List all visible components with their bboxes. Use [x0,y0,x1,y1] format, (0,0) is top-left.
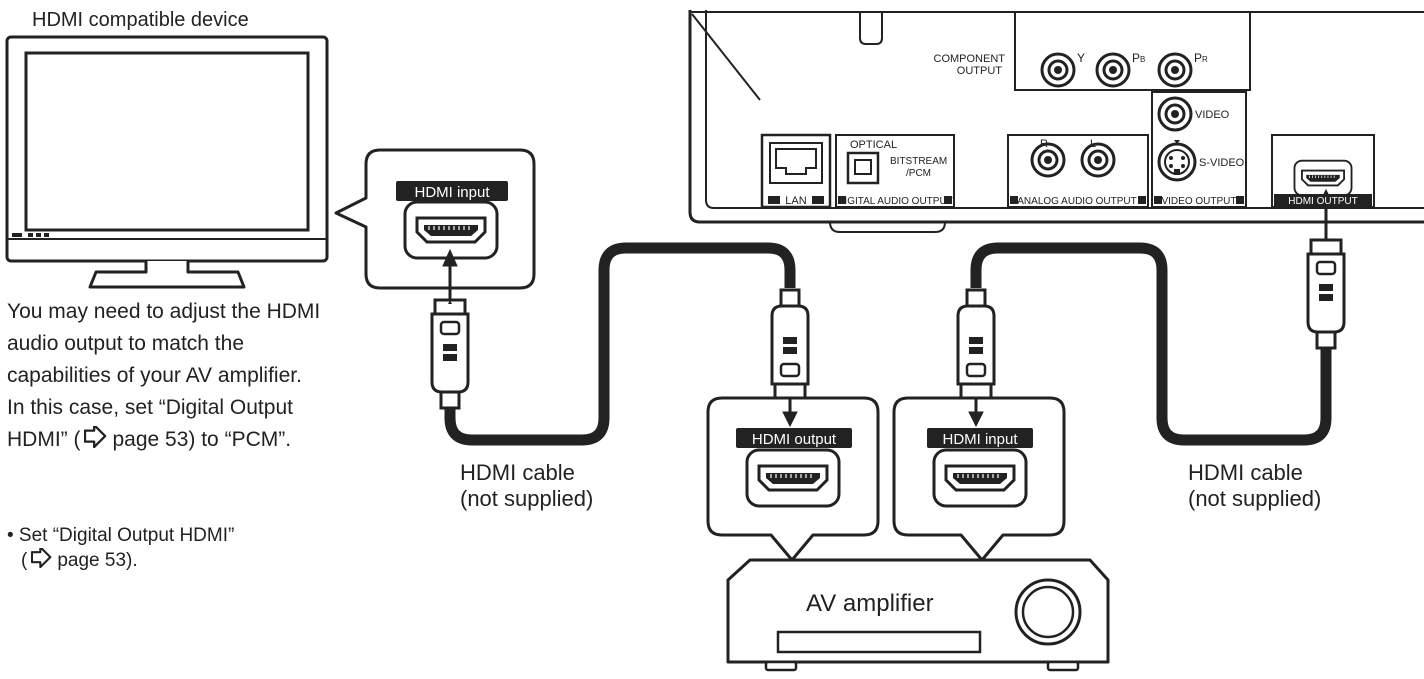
av-amplifier-label: AV amplifier [806,590,934,617]
amp-hdmi-input-callout [892,396,1066,562]
video-label: VIDEO [1195,109,1230,121]
analog-audio-output-label: ANALOG AUDIO OUTPUT [1017,196,1136,207]
hdmi-plug-icon [770,288,810,400]
s-video-label: S-VIDEO [1199,157,1245,169]
component-pr-label: PR [1194,51,1208,65]
note-line-1: You may need to adjust the HDMI [7,300,321,323]
amp-hdmi-output-label: HDMI output [752,431,837,448]
connection-arrows [442,188,1334,428]
component-output-label-2: OUTPUT [957,65,1003,77]
bullet-line-1: • Set “Digital Output HDMI” [7,525,235,546]
hdmi-plug-icon [1306,238,1346,350]
analog-r-label: R [1040,138,1048,150]
optical-label: OPTICAL [850,139,897,151]
bullet-line-2: ( page 53). [7,548,234,573]
lan-label: LAN [785,195,806,207]
rca-jack-icon [1157,52,1193,88]
tv-hdmi-input-label: HDMI input [414,184,490,201]
rca-jack-icon [1040,52,1076,88]
tv-caption: HDMI compatible device [32,9,249,31]
bullet-line-2-suffix: page 53). [57,550,138,571]
hdmi-cable-left [444,242,796,446]
bitstream-label-1: BITSTREAM [890,156,947,167]
hdmi-port-icon [932,448,1028,508]
amp-hdmi-output-callout [706,396,880,562]
component-output-label-1: COMPONENT [934,53,1006,65]
cable-left-line-1: HDMI cable [460,460,575,485]
note-line-5-suffix: page 53) to “PCM”. [112,428,292,451]
rca-jack-icon [1030,142,1066,178]
av-amplifier [726,558,1110,672]
component-y-label: Y [1077,51,1085,65]
s-video-jack-icon [1157,140,1197,182]
hdmi-port-icon [1293,159,1353,197]
rca-jack-icon [1095,52,1131,88]
page-reference-arrow-icon [84,426,107,448]
analog-l-label: L [1090,138,1096,150]
video-output-label: VIDEO OUTPUT [1161,196,1236,207]
hdmi-plug-icon [430,298,470,410]
cable-left-line-2: (not supplied) [460,486,594,511]
note-line-4: In this case, set “Digital Output [7,396,293,419]
hdmi-cable-right [970,242,1332,446]
rca-jack-icon [1157,96,1193,132]
tv-adjust-note: You may need to adjust the HDMI audio ou… [7,296,320,456]
digital-audio-output-label: DIGITAL AUDIO OUTPUT [837,196,953,207]
note-line-5-prefix: HDMI” ( [7,428,81,451]
cable-right-line-1: HDMI cable [1188,460,1303,485]
cable-right-line-2: (not supplied) [1188,486,1322,511]
bitstream-label-2: /PCM [906,168,931,179]
hdmi-cable-left-label: HDMI cable (not supplied) [460,460,593,512]
hdmi-output-panel-label: HDMI OUTPUT [1288,196,1357,207]
hdmi-plug-icon [956,288,996,400]
component-pb-label: PB [1132,51,1145,65]
note-line-5: HDMI” ( page 53) to “PCM”. [7,424,320,456]
hdmi-port-icon [403,200,499,260]
page-reference-arrow-icon [31,548,52,568]
note-line-3: capabilities of your AV amplifier. [7,364,302,387]
rca-jack-icon [1080,142,1116,178]
bullet-note: • Set “Digital Output HDMI” ( page 53). [7,524,234,573]
amp-hdmi-input-label: HDMI input [942,431,1018,448]
lan-port-icon [768,142,824,204]
hdmi-cable-right-label: HDMI cable (not supplied) [1188,460,1321,512]
bullet-line-2-prefix: ( [21,550,28,571]
tv-hdmi-input-callout [334,148,536,290]
volume-knob-icon [1014,578,1082,646]
optical-port-icon [846,151,880,185]
tv [5,35,329,289]
player-rear-panel [688,10,1424,233]
note-line-2: audio output to match the [7,332,244,355]
hdmi-port-icon [745,448,841,508]
